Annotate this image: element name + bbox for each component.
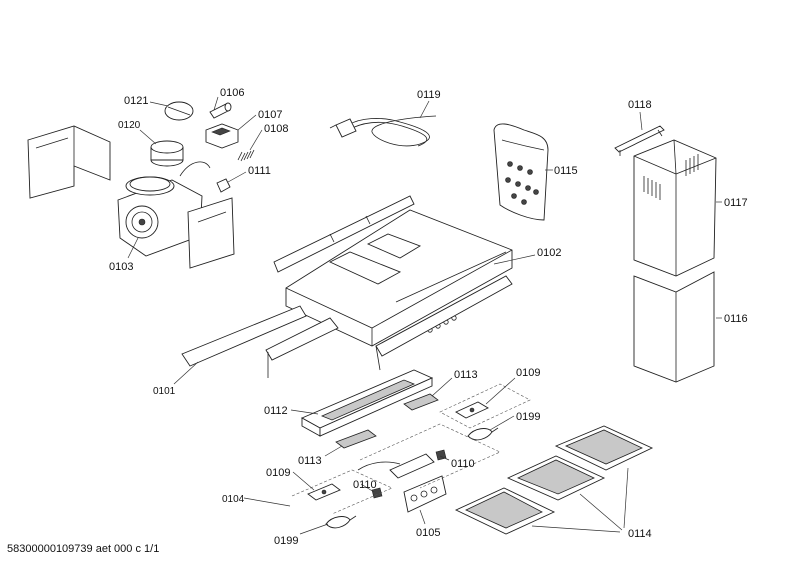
part-0114-grease-filters (454, 425, 654, 535)
part-0116-lower-chimney (633, 271, 715, 383)
label-0111: 0111 (248, 165, 271, 177)
label-0113-top: 0113 (454, 369, 478, 381)
label-0110-left: 0110 (353, 479, 377, 491)
label-0109-top: 0109 (516, 367, 540, 379)
part-0108-spring (237, 149, 255, 162)
label-0101: 0101 (153, 386, 176, 397)
part-0115-screw-bag (493, 123, 549, 221)
label-0119: 0119 (417, 89, 441, 101)
label-0105: 0105 (416, 527, 440, 539)
label-0108: 0108 (264, 123, 288, 135)
label-0199-top: 0199 (516, 411, 540, 423)
part-mounting-rails (181, 195, 415, 378)
part-0106-capacitor (209, 102, 232, 119)
label-0113-bottom: 0113 (298, 455, 322, 467)
part-0113-lamp-glass (335, 393, 439, 449)
label-0102: 0102 (537, 247, 561, 259)
part-0120-duct-ring (150, 140, 184, 167)
label-0114: 0114 (628, 528, 652, 540)
part-labels: 0121 0106 0107 0120 0108 0111 0103 0119 … (109, 87, 748, 547)
part-0119-power-cord (329, 115, 437, 147)
part-0112-light-frame (300, 369, 434, 437)
label-0116: 0116 (724, 313, 748, 325)
label-0121: 0121 (124, 95, 148, 107)
label-0104: 0104 (222, 494, 245, 505)
label-0117: 0117 (724, 197, 748, 209)
part-0117-upper-chimney (633, 139, 717, 277)
label-0109-bottom: 0109 (266, 467, 290, 479)
part-0107-switch-box (205, 123, 239, 149)
label-0118: 0118 (628, 99, 652, 111)
label-0103: 0103 (109, 261, 133, 273)
assembly-outline-lights (291, 383, 531, 515)
leader-lines (127, 96, 722, 535)
document-id-footer: 58300000109739 aet 000 c 1/1 (7, 543, 160, 555)
part-0103-blower-motor (117, 161, 235, 269)
label-0199-bottom: 0199 (274, 535, 298, 547)
part-0105-control-module (357, 453, 447, 513)
label-0110-right: 0110 (451, 458, 475, 470)
part-0199-lamp-bulb (325, 427, 499, 529)
part-side-panel (27, 125, 111, 199)
part-0102-hood-body (285, 209, 513, 371)
label-0106: 0106 (220, 87, 244, 99)
label-0107: 0107 (258, 109, 282, 121)
part-0109-lamp-holder (307, 401, 489, 501)
label-0112: 0112 (264, 405, 288, 417)
part-0111-clip (216, 178, 231, 193)
label-0115: 0115 (554, 165, 578, 177)
part-0121-cover-plate (164, 101, 194, 121)
label-0120: 0120 (118, 120, 141, 131)
part-0118-bracket (614, 125, 665, 156)
